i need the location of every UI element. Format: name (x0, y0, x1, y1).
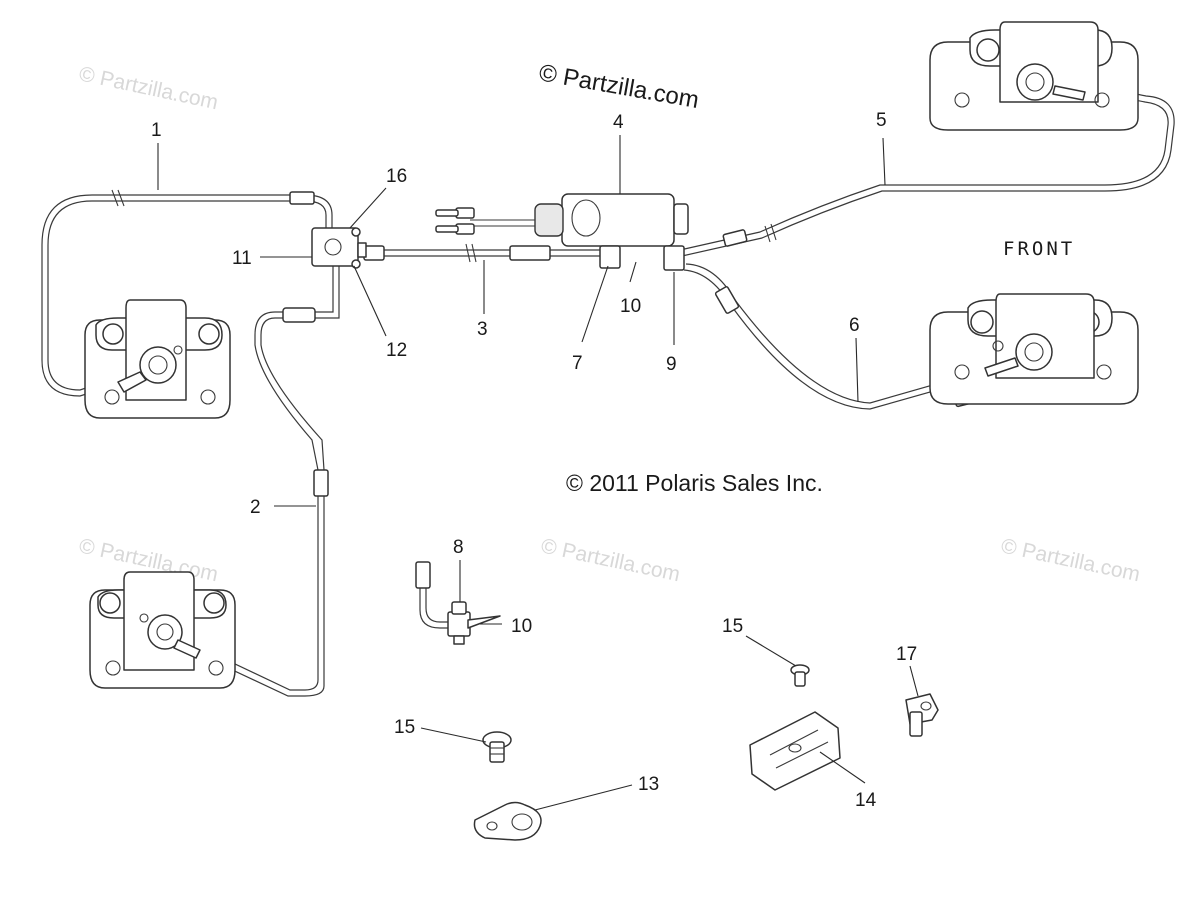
callout-14: 14 (819, 751, 877, 811)
svg-text:10: 10 (620, 296, 641, 317)
copyright-text: © 2011 Polaris Sales Inc. (566, 470, 823, 496)
caliper-right-front (929, 293, 1139, 405)
svg-text:15: 15 (394, 717, 415, 738)
svg-text:9: 9 (666, 354, 677, 375)
callout-10-lower: 10 (480, 616, 532, 637)
bolt-15-small (790, 664, 810, 687)
bolt-15-large (482, 731, 512, 763)
brake-line-1 (41, 189, 333, 397)
watermark-mid-right: © Partzilla.com (999, 534, 1142, 586)
distribution-block (311, 227, 367, 269)
brake-line-2 (191, 262, 340, 697)
callout-8: 8 (453, 537, 464, 602)
watermark-top-left: © Partzilla.com (77, 62, 220, 114)
brake-line-5 (679, 83, 1175, 257)
svg-text:7: 7 (572, 353, 583, 374)
callout-1: 1 (151, 120, 162, 190)
callout-7: 7 (572, 265, 609, 374)
brand-watermark: © Partzilla.com (537, 59, 701, 114)
callout-17: 17 (896, 644, 919, 697)
caliper-right-rear (929, 21, 1139, 131)
callout-3: 3 (477, 260, 488, 340)
watermark-mid-center: © Partzilla.com (539, 534, 682, 586)
svg-text:3: 3 (477, 319, 488, 340)
callout-10-upper: 10 (620, 261, 641, 317)
callout-4: 4 (613, 112, 624, 194)
callout-12: 12 (353, 265, 407, 361)
brake-switch-assembly (415, 561, 501, 645)
clip-17 (905, 693, 939, 737)
callout-16: 16 (349, 166, 407, 229)
caliper-left-front (89, 571, 236, 689)
master-cylinder (435, 193, 689, 271)
svg-text:10: 10 (511, 616, 532, 637)
svg-text:4: 4 (613, 112, 624, 133)
clip-14 (749, 711, 841, 791)
caliper-left-rear (84, 299, 231, 419)
svg-text:1: 1 (151, 120, 162, 141)
clamp-13 (473, 801, 542, 841)
svg-text:6: 6 (849, 315, 860, 336)
svg-text:17: 17 (896, 644, 917, 665)
svg-text:2: 2 (250, 497, 261, 518)
svg-text:5: 5 (876, 110, 887, 131)
callout-15-lower: 15 (394, 717, 487, 743)
callout-15-upper: 15 (722, 616, 797, 667)
callout-9: 9 (666, 272, 677, 375)
callout-5: 5 (876, 110, 887, 186)
callout-2: 2 (250, 497, 316, 518)
brake-line-6 (683, 263, 1023, 410)
svg-text:12: 12 (386, 340, 407, 361)
svg-text:8: 8 (453, 537, 464, 558)
front-label: FRONT (1003, 238, 1075, 260)
callout-11: 11 (232, 248, 312, 269)
svg-text:11: 11 (232, 248, 252, 269)
svg-text:13: 13 (638, 774, 659, 795)
svg-text:14: 14 (855, 790, 877, 811)
svg-text:16: 16 (386, 166, 407, 187)
brake-line-3 (362, 243, 604, 263)
callout-6: 6 (849, 315, 860, 403)
svg-text:15: 15 (722, 616, 743, 637)
callout-13: 13 (534, 774, 659, 811)
